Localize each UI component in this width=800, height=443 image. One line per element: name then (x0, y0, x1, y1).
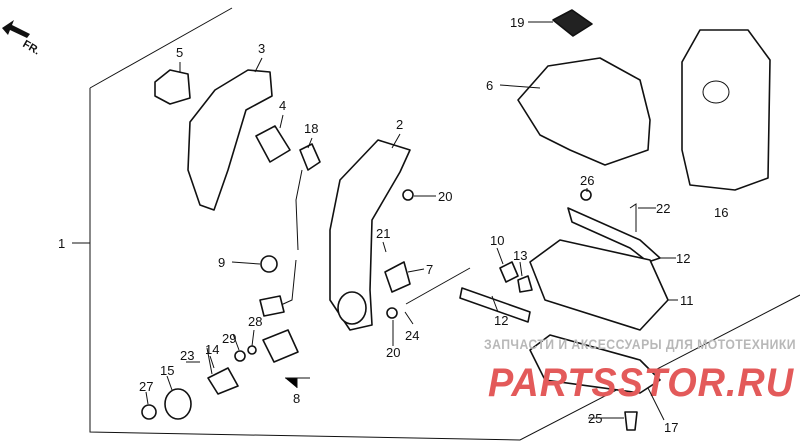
part-3-lever-cover (187, 69, 273, 211)
watermark-brand: PARTSSTOR.RU (488, 361, 794, 405)
leader-lines (72, 21, 678, 421)
callout-5: 5 (176, 45, 183, 60)
wire-harness (269, 169, 303, 311)
callout-11: 11 (680, 293, 694, 308)
callout-20-upper: 20 (438, 189, 452, 204)
callout-26: 26 (580, 173, 594, 188)
callout-16: 16 (714, 205, 728, 220)
callout-2: 2 (396, 117, 403, 132)
part-15-knob (164, 388, 192, 420)
callout-17: 17 (664, 420, 678, 435)
callout-3: 3 (258, 41, 265, 56)
callout-18: 18 (304, 121, 318, 136)
part-9-clamp (260, 255, 278, 273)
callout-25: 25 (588, 411, 602, 426)
part-22-screw (629, 203, 637, 232)
callout-23: 23 (180, 348, 194, 363)
callout-6: 6 (486, 78, 493, 93)
part-13-clip (517, 275, 533, 293)
callout-29: 29 (222, 331, 236, 346)
callout-1: 1 (58, 236, 65, 251)
front-direction-label: FR. (21, 38, 42, 57)
part-4-plate (255, 125, 291, 163)
callout-13: 13 (513, 248, 527, 263)
part-20-screw-lower (386, 307, 398, 319)
connector (259, 295, 285, 317)
callout-22: 22 (656, 201, 670, 216)
part-26-nut (580, 189, 592, 201)
callout-12-upper: 12 (676, 251, 690, 266)
callout-4: 4 (279, 98, 286, 113)
callout-12-lower: 12 (494, 313, 508, 328)
part-27-nut (141, 404, 157, 420)
callout-15: 15 (160, 363, 174, 378)
part-10-clip (499, 261, 519, 283)
callout-14: 14 (205, 342, 219, 357)
part-29-washer (234, 350, 246, 362)
watermark-tagline: ЗАПЧАСТИ И АКСЕССУАРЫ ДЛЯ МОТОТЕХНИКИ (484, 336, 796, 352)
callout-20-lower: 20 (386, 345, 400, 360)
callout-10: 10 (490, 233, 504, 248)
part-8-switch-body (262, 329, 299, 363)
callout-27: 27 (139, 379, 153, 394)
callout-7: 7 (426, 262, 433, 277)
part-19-label-sheet (552, 9, 593, 37)
part-16-side-pad (681, 29, 771, 191)
callout-28: 28 (248, 314, 262, 329)
part-14-holder (207, 367, 239, 395)
part-7-grommet (384, 261, 411, 293)
part-25-plug (624, 411, 638, 431)
long-bolt (405, 267, 471, 305)
pad-hole (702, 80, 730, 104)
part-6-top-cover (517, 57, 651, 166)
part-18-switch-wire (299, 143, 321, 171)
part-28-washer (247, 345, 257, 355)
part-17-gasket (529, 334, 661, 394)
callout-21: 21 (376, 226, 390, 241)
callout-9: 9 (218, 255, 225, 270)
part-20-screw-upper (402, 189, 414, 201)
part-23-screw (206, 347, 213, 375)
callout-8: 8 (293, 391, 300, 406)
part-5-switch-knob (154, 69, 191, 105)
callout-19: 19 (510, 15, 524, 30)
assembly-outline (89, 7, 800, 441)
front-direction-arrow-icon (2, 20, 30, 38)
housing-boss (337, 291, 367, 325)
callout-24: 24 (405, 328, 419, 343)
